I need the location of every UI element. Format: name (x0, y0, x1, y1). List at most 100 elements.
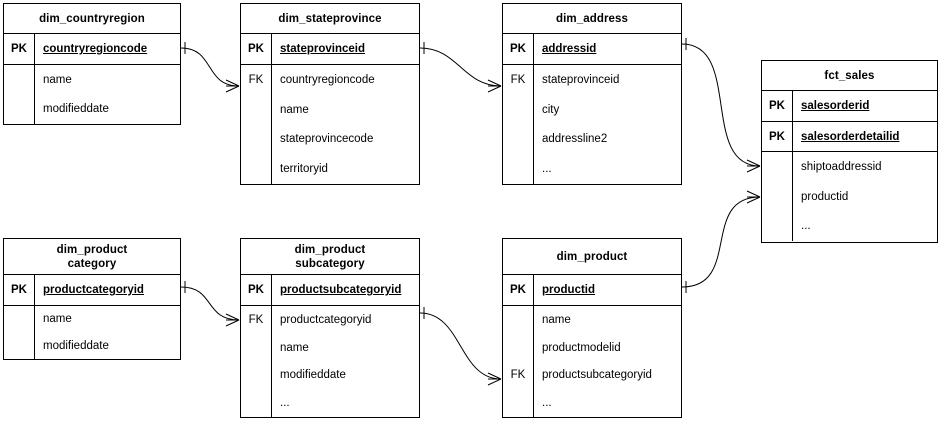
attributes-section: FK countryregioncode name stateprovincecode… (241, 65, 419, 184)
entity-title-line: dim_stateprovince (278, 12, 382, 25)
attribute-name[interactable]: modifieddate (43, 339, 109, 352)
attribute-name[interactable]: city (542, 103, 560, 116)
entity-title-line: dim_address (555, 12, 629, 25)
attribute-name[interactable]: shiptoaddressid (801, 160, 882, 173)
key-badge-pk: PK (503, 275, 534, 305)
attribute-name[interactable]: stateprovinceid (542, 73, 620, 86)
key-badge-none (4, 333, 34, 360)
relationship-rel-productsubcategory-product[interactable] (419, 307, 502, 386)
key-badge-none (241, 362, 271, 390)
primary-key-name: productcategoryid (43, 284, 144, 296)
relationship-rel-stateprovince-address[interactable] (419, 42, 502, 93)
relationship-line (681, 196, 761, 288)
key-badge-none (503, 334, 533, 362)
cardinality-many-marker (225, 79, 240, 93)
attribute-name[interactable]: productcategoryid (280, 313, 372, 326)
primary-key-name: stateprovinceid (280, 43, 365, 55)
attribute-key-column: FK (241, 65, 272, 184)
primary-key-name: productid (542, 284, 596, 296)
primary-key-row[interactable]: PK addressid (503, 34, 681, 64)
attribute-name-column: name modifieddate (35, 306, 180, 359)
key-badge-none (503, 95, 533, 125)
attributes-section: shiptoaddressid productid... (762, 152, 937, 241)
attribute-name[interactable]: modifieddate (280, 369, 346, 382)
attribute-name[interactable]: ... (542, 163, 552, 176)
relationship-rel-productcategory-productsubcategory[interactable] (180, 281, 240, 327)
attribute-name[interactable]: productmodelid (542, 341, 621, 354)
attribute-name[interactable]: stateprovincecode (280, 133, 374, 146)
key-badge-fk: FK (510, 73, 526, 86)
attribute-name[interactable]: territoryid (280, 163, 328, 176)
attribute-name[interactable]: name (280, 103, 309, 116)
attribute-key-column: FK (503, 306, 534, 417)
key-badge-none (4, 306, 34, 333)
attribute-name[interactable]: modifieddate (43, 103, 109, 116)
attribute-name-column: shiptoaddressid productid... (793, 152, 937, 241)
entity-title-line: category (67, 257, 117, 270)
entity-title-line: subcategory (295, 257, 365, 270)
attributes-section: FK stateprovinceid city addressline2... (503, 65, 681, 184)
attribute-name[interactable]: ... (542, 397, 552, 410)
entity-title-line: dim_countryregion (39, 12, 145, 25)
attribute-key-column (762, 152, 793, 241)
key-badge-none (503, 154, 533, 184)
key-badge-pk: PK (762, 91, 793, 121)
primary-key-name: addressid (542, 43, 597, 55)
relationship-line (180, 47, 240, 87)
attribute-name[interactable]: name (43, 73, 72, 86)
attribute-name[interactable]: productid (801, 190, 849, 203)
key-badge-none (241, 389, 271, 417)
attribute-name[interactable]: productsubcategoryid (542, 369, 652, 382)
relationship-line (419, 47, 502, 87)
entity-title-line: dim_product (56, 243, 128, 256)
relationship-rel-address-fctsales[interactable] (681, 38, 761, 173)
relationship-rel-countryregion-stateprovince[interactable] (180, 42, 240, 93)
primary-key-section: PK addressid (503, 34, 681, 65)
entity-title-dim_stateprovince: dim_stateprovince (241, 4, 419, 34)
key-badge-none (4, 65, 34, 95)
attribute-name[interactable]: name (280, 341, 309, 354)
key-badge-fk: FK (510, 369, 526, 382)
key-badge-none (503, 306, 533, 334)
attribute-name[interactable]: ... (280, 397, 290, 410)
cardinality-many-marker (487, 79, 502, 93)
attributes-section: FK name productmodelid productsubcategoryid… (503, 306, 681, 417)
attribute-name[interactable]: name (43, 313, 72, 326)
primary-key-row[interactable]: PK productid (503, 275, 681, 305)
attribute-name[interactable]: ... (801, 220, 811, 233)
key-badge-pk: PK (503, 34, 534, 64)
attribute-name-column: name productmodelid productsubcategoryid..… (534, 306, 681, 417)
key-badge-none (241, 95, 271, 125)
attribute-name[interactable]: addressline2 (542, 133, 608, 146)
entity-title-dim_product: dim_product (503, 239, 681, 275)
attribute-name[interactable]: countryregioncode (280, 73, 375, 86)
relationship-rel-product-fctsales[interactable] (681, 190, 761, 293)
primary-key-name: productsubcategoryid (280, 284, 402, 296)
key-badge-none (503, 125, 533, 155)
attribute-key-column (4, 65, 35, 124)
primary-key-name: countryregioncode (43, 43, 148, 55)
attributes-section: name modifieddate (4, 306, 180, 359)
attribute-key-column: FK (503, 65, 534, 184)
attribute-name[interactable]: name (542, 313, 571, 326)
attribute-key-column (4, 306, 35, 359)
